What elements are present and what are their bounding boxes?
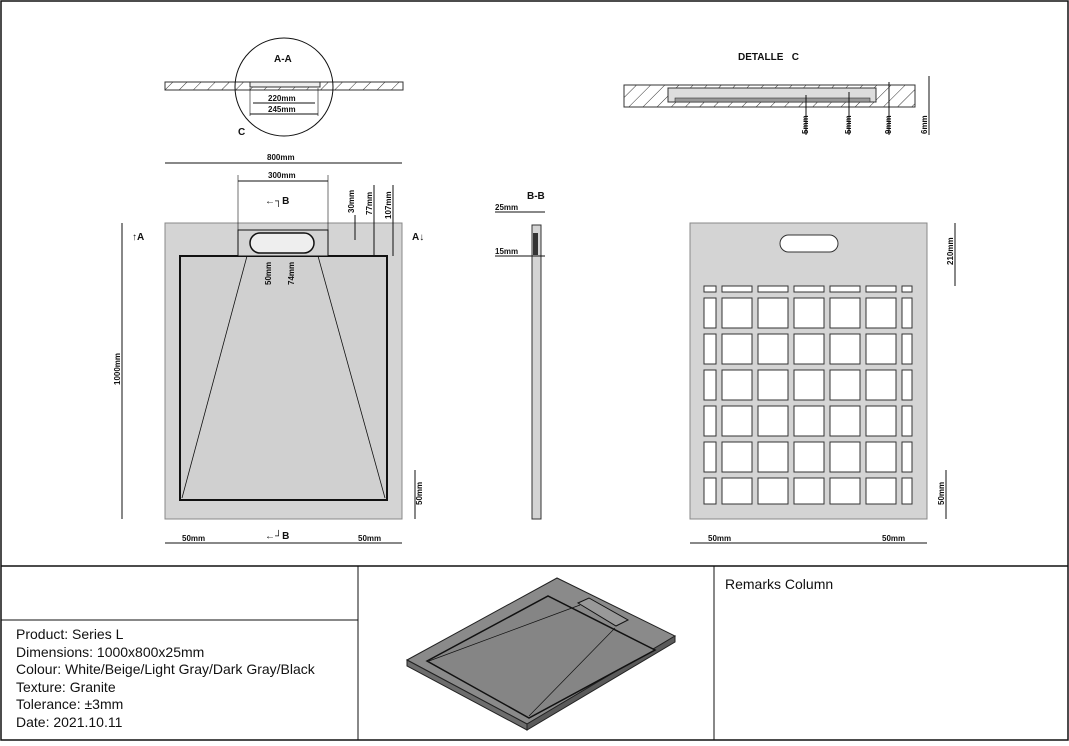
dim-220: 220mm — [268, 94, 296, 103]
rib-cell — [865, 297, 897, 329]
section-bb: B-B 25mm 15mm — [495, 191, 545, 520]
dim-25: 25mm — [495, 203, 518, 212]
dim-77: 77mm — [365, 192, 374, 215]
rib-cell — [721, 333, 753, 365]
rib-cell — [865, 405, 897, 437]
rib-cell — [901, 285, 913, 293]
rib-cell — [703, 297, 717, 329]
dim-107: 107mm — [384, 191, 393, 219]
rib-cell — [721, 441, 753, 473]
section-b-top: ←┐B — [265, 196, 289, 207]
rib-cell — [757, 441, 789, 473]
rib-cell — [901, 333, 913, 365]
dim-back-right: 50mm — [882, 534, 905, 543]
rib-cell — [865, 285, 897, 293]
dim-9: 9mm — [884, 115, 893, 134]
dim-245: 245mm — [268, 105, 296, 114]
rib-cell — [793, 441, 825, 473]
rib-cell — [793, 333, 825, 365]
rib-cell — [757, 477, 789, 505]
rib-cell — [757, 333, 789, 365]
rib-cell — [703, 333, 717, 365]
rib-cell — [721, 297, 753, 329]
rib-cell — [703, 477, 717, 505]
info-colour: Colour: White/Beige/Light Gray/Dark Gray… — [16, 661, 315, 677]
front-view: 800mm 300mm ←┐B 1000mm ↑A A↓ 30mm 77mm 1… — [113, 153, 424, 544]
dim-back-bottom: 50mm — [937, 482, 946, 505]
remarks-title: Remarks Column — [725, 576, 834, 592]
dim-bottom: 50mm — [415, 482, 424, 505]
rib-cell — [829, 441, 861, 473]
dim-left: 50mm — [182, 534, 205, 543]
detail-c-title: DETALLE C — [738, 52, 799, 63]
rib-cell — [901, 369, 913, 401]
rib-cell — [865, 369, 897, 401]
dim-drain-width: 300mm — [268, 171, 296, 180]
detail-c: DETALLE C 5mm 5mm 9mm 6mm — [623, 52, 930, 135]
rib-cell — [865, 477, 897, 505]
rib-cell — [793, 405, 825, 437]
rib-cell — [829, 297, 861, 329]
rib-cell — [703, 285, 717, 293]
rib-cell — [721, 405, 753, 437]
section-bb-title: B-B — [527, 191, 545, 202]
rib-cell — [793, 285, 825, 293]
rib-cell — [793, 369, 825, 401]
product-info: Product: Series L Dimensions: 1000x800x2… — [16, 626, 315, 731]
rib-grid — [703, 285, 913, 505]
dim-210: 210mm — [946, 237, 955, 265]
dim-5a: 5mm — [801, 115, 810, 134]
rib-cell — [865, 333, 897, 365]
dim-right: 50mm — [358, 534, 381, 543]
rib-cell — [757, 285, 789, 293]
info-dimensions: Dimensions: 1000x800x25mm — [16, 643, 205, 660]
rib-cell — [703, 441, 717, 473]
dim-back-left: 50mm — [708, 534, 731, 543]
rib-cell — [901, 477, 913, 505]
rib-cell — [901, 441, 913, 473]
rib-cell — [703, 405, 717, 437]
info-tolerance: Tolerance: ±3mm — [16, 696, 124, 712]
section-a-left: ↑A — [132, 232, 144, 243]
rib-cell — [829, 405, 861, 437]
back-view: 210mm 50mm 50mm 50mm — [689, 222, 956, 544]
dim-width: 800mm — [267, 153, 295, 162]
rib-cell — [829, 333, 861, 365]
rib-cell — [829, 369, 861, 401]
dim-height: 1000mm — [113, 353, 122, 385]
rib-cell — [721, 285, 753, 293]
isometric-render — [405, 577, 677, 731]
dim-5b: 5mm — [844, 115, 853, 134]
dim-30: 30mm — [347, 190, 356, 213]
info-texture: Texture: Granite — [16, 678, 116, 695]
detail-marker: C — [238, 127, 245, 138]
rib-cell — [901, 405, 913, 437]
rib-cell — [703, 369, 717, 401]
rib-cell — [721, 369, 753, 401]
section-aa-title: A-A — [274, 54, 292, 65]
rib-cell — [757, 297, 789, 329]
rib-cell — [829, 477, 861, 505]
rib-cell — [829, 285, 861, 293]
rib-cell — [757, 369, 789, 401]
rib-cell — [793, 297, 825, 329]
rib-cell — [757, 405, 789, 437]
section-b-bottom: ←┘B — [265, 529, 289, 542]
dim-74: 74mm — [287, 262, 296, 285]
section-aa: A-A C 220mm 245mm — [164, 37, 404, 138]
dim-15: 15mm — [495, 247, 518, 256]
info-date: Date: 2021.10.11 — [16, 713, 123, 730]
section-a-right: A↓ — [412, 232, 424, 243]
rib-cell — [901, 297, 913, 329]
dim-6: 6mm — [920, 115, 929, 134]
rib-cell — [865, 441, 897, 473]
dim-50-drain: 50mm — [264, 262, 273, 285]
rib-cell — [793, 477, 825, 505]
rib-cell — [721, 477, 753, 505]
info-product: Product: Series L — [16, 626, 124, 642]
